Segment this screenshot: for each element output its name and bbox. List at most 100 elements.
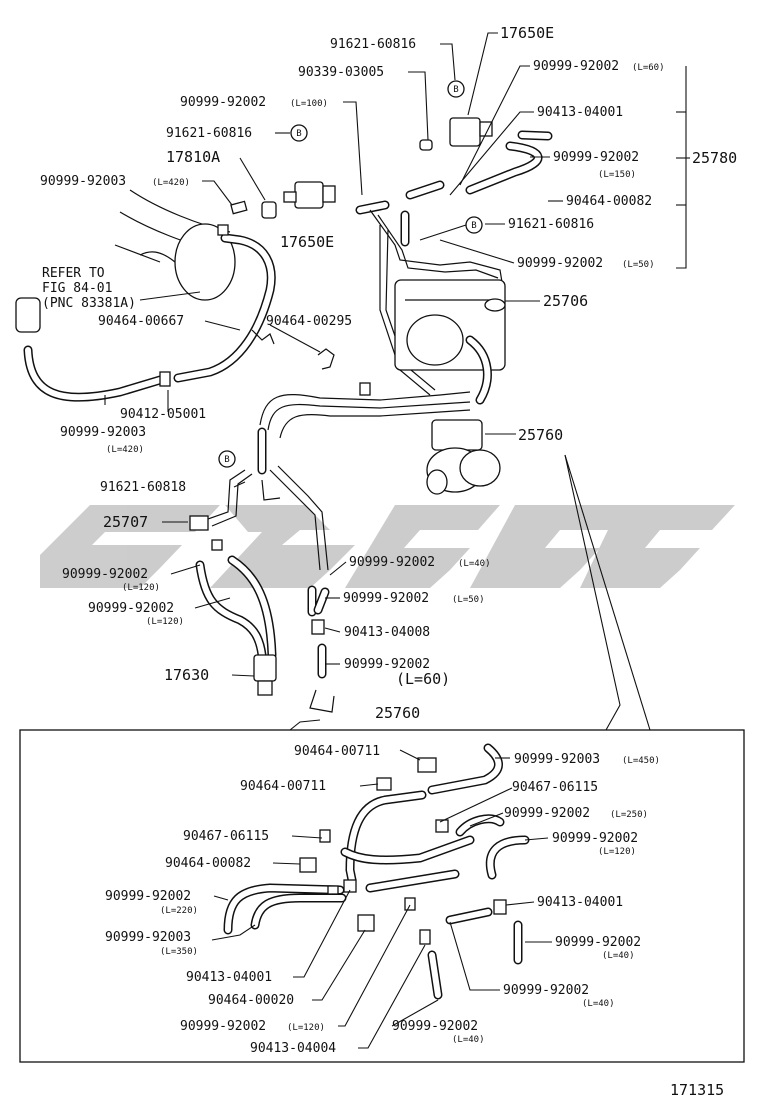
svg-text:90999-92002: 90999-92002: [105, 889, 191, 904]
svg-text:90999-92002: 90999-92002: [344, 657, 430, 672]
label-90999-92002-l120-b: 90999-92002 (L=120): [88, 601, 184, 627]
svg-text:90999-92003: 90999-92003: [514, 752, 600, 767]
detail-leader-lines: [211, 749, 552, 1049]
svg-text:(L=250): (L=250): [610, 810, 648, 820]
svg-text:90999-92003: 90999-92003: [60, 425, 146, 440]
svg-text:(L=220): (L=220): [160, 906, 198, 916]
svg-text:(L=120): (L=120): [287, 1023, 325, 1033]
detail-label-90413-04004: 90413-04004: [250, 1041, 336, 1056]
svg-text:(L=100): (L=100): [290, 99, 328, 109]
label-90464-00295: 90464-00295: [266, 314, 352, 329]
detail-label-90464-00020: 90464-00020: [208, 993, 294, 1008]
svg-text:(PNC 83381A): (PNC 83381A): [42, 296, 136, 311]
svg-text:(L=40): (L=40): [458, 559, 491, 569]
svg-text:(L=120): (L=120): [598, 847, 636, 857]
detail-title: 25760: [375, 704, 420, 722]
detail-label-90999-92002-l40-c: 90999-92002 (L=40): [392, 1019, 485, 1045]
svg-text:(L=50): (L=50): [452, 595, 485, 605]
label-17650e-mid: 17650E: [280, 233, 334, 251]
callout-b-2: B: [290, 124, 308, 142]
svg-text:90999-92002: 90999-92002: [553, 150, 639, 165]
svg-text:(L=120): (L=120): [122, 583, 160, 593]
detail-label-90999-92002-l40-a: 90999-92002 (L=40): [555, 935, 641, 961]
svg-text:(L=40): (L=40): [602, 951, 635, 961]
label-90999-92003-l420-top: 90999-92003 (L=420): [40, 174, 190, 189]
upper-labels: 91621-60816 17650E 90339-03005 90999-920…: [40, 24, 737, 688]
detail-label-90999-92003-l350: 90999-92003 (L=350): [105, 930, 198, 957]
detail-label-90467-06115-b: 90467-06115: [183, 829, 269, 844]
svg-text:90999-92002: 90999-92002: [392, 1019, 478, 1034]
svg-text:(L=120): (L=120): [146, 617, 184, 627]
svg-text:90999-92003: 90999-92003: [40, 174, 126, 189]
svg-text:90999-92002: 90999-92002: [504, 806, 590, 821]
detail-label-90999-92002-l220: 90999-92002 (L=220): [105, 889, 198, 916]
detail-label-90464-00711-a: 90464-00711: [294, 744, 380, 759]
label-90999-92002-l60-top: 90999-92002 (L=60): [533, 59, 665, 74]
label-17650e-top: 17650E: [500, 24, 554, 42]
svg-text:(L=350): (L=350): [160, 947, 198, 957]
svg-text:(L=420): (L=420): [106, 445, 144, 455]
svg-text:90999-92003: 90999-92003: [105, 930, 191, 945]
label-90999-92002-l50-top: 90999-92002 (L=50): [517, 256, 655, 271]
svg-text:(L=150): (L=150): [598, 170, 636, 180]
svg-text:B: B: [224, 455, 229, 465]
svg-text:REFER TO: REFER TO: [42, 266, 105, 281]
label-90339-03005: 90339-03005: [298, 65, 384, 80]
label-91621-60816-mid: 91621-60816: [166, 126, 252, 141]
svg-text:90999-92002: 90999-92002: [180, 1019, 266, 1034]
detail-label-90464-00711-b: 90464-00711: [240, 779, 326, 794]
svg-text:90999-92002: 90999-92002: [349, 555, 435, 570]
label-90999-92002-l120-a: 90999-92002 (L=120): [62, 567, 160, 593]
label-90999-92002-l60-low: 90999-92002 (L=60): [344, 657, 450, 688]
label-90413-04008: 90413-04008: [344, 625, 430, 640]
label-90999-92003-l420-low: 90999-92003 (L=420): [60, 425, 146, 455]
svg-text:(L=60): (L=60): [396, 670, 450, 688]
svg-text:90999-92002: 90999-92002: [62, 567, 148, 582]
detail-label-90467-06115-a: 90467-06115: [512, 780, 598, 795]
detail-label-90999-92002-l120-b: 90999-92002 (L=120): [180, 1019, 325, 1034]
svg-text:B: B: [296, 129, 301, 139]
svg-text:90999-92002: 90999-92002: [533, 59, 619, 74]
label-90999-92002-l100: 90999-92002 (L=100): [180, 95, 328, 110]
detail-label-90413-04001-b: 90413-04001: [186, 970, 272, 985]
figure-number: 171315: [670, 1081, 724, 1099]
svg-text:90999-92002: 90999-92002: [88, 601, 174, 616]
label-90999-92002-l40-mid: 90999-92002 (L=40): [349, 555, 491, 570]
svg-text:90999-92002: 90999-92002: [555, 935, 641, 950]
refer-note: REFER TO FIG 84-01 (PNC 83381A): [42, 266, 136, 311]
detail-label-90999-92003-l450: 90999-92003 (L=450): [514, 752, 660, 767]
label-91621-60816-top: 91621-60816: [330, 37, 416, 52]
label-91621-60818: 91621-60818: [100, 480, 186, 495]
svg-text:90999-92002: 90999-92002: [552, 831, 638, 846]
label-25760-main: 25760: [518, 426, 563, 444]
svg-text:(L=40): (L=40): [452, 1035, 485, 1045]
callout-b-3: B: [465, 216, 483, 234]
label-90464-00667: 90464-00667: [98, 314, 184, 329]
label-25780: 25780: [692, 149, 737, 167]
svg-text:(L=450): (L=450): [622, 756, 660, 766]
svg-text:90999-92002: 90999-92002: [503, 983, 589, 998]
svg-text:(L=50): (L=50): [622, 260, 655, 270]
upper-assembly: B B B B: [15, 80, 553, 713]
label-25707: 25707: [103, 513, 148, 531]
label-25706: 25706: [543, 292, 588, 310]
label-90412-05001: 90412-05001: [120, 407, 206, 422]
svg-text:B: B: [471, 221, 476, 231]
svg-text:90999-92002: 90999-92002: [180, 95, 266, 110]
svg-text:(L=60): (L=60): [632, 63, 665, 73]
svg-text:FIG 84-01: FIG 84-01: [42, 281, 112, 296]
svg-text:(L=40): (L=40): [582, 999, 615, 1009]
detail-label-90464-00082: 90464-00082: [165, 856, 251, 871]
label-91621-60816-right: 91621-60816: [508, 217, 594, 232]
label-90413-04001-top: 90413-04001: [537, 105, 623, 120]
label-17810a: 17810A: [166, 148, 220, 166]
detail-label-90999-92002-l250: 90999-92002 (L=250): [504, 806, 648, 821]
detail-label-90999-92002-l40-b: 90999-92002 (L=40): [503, 983, 615, 1009]
svg-text:90999-92002: 90999-92002: [343, 591, 429, 606]
detail-label-90413-04001-a: 90413-04001: [537, 895, 623, 910]
label-90999-92002-l150: 90999-92002 (L=150): [553, 150, 639, 180]
callout-b-4: B: [218, 450, 236, 468]
detail-box: 25760: [19, 704, 745, 1063]
